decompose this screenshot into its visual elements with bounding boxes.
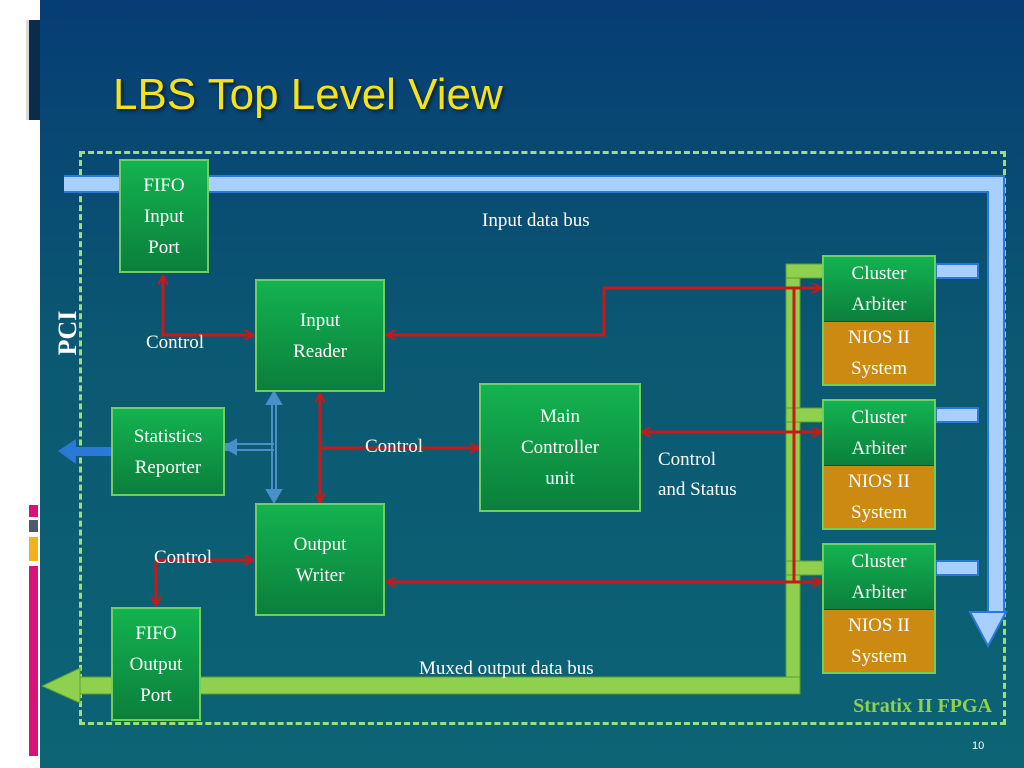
fifo-output-port-label: FIFO Output Port xyxy=(129,622,183,706)
cluster-1: Cluster Arbiter NIOS II System xyxy=(822,255,936,386)
nios-ii-system-label: NIOS II System xyxy=(848,471,910,523)
accent-bar-gray xyxy=(29,520,38,532)
main-controller-unit-label: Main Controller unit xyxy=(520,406,600,489)
accent-bar-magenta-1 xyxy=(29,505,38,517)
output-writer: Output Writer xyxy=(255,503,385,616)
output-writer-label: Output Writer xyxy=(293,533,347,586)
control-label-output: Control xyxy=(154,547,213,568)
fifo-input-port: FIFO Input Port xyxy=(119,159,209,273)
nios-ii-system: NIOS II System xyxy=(824,322,934,384)
nios-ii-system-label: NIOS II System xyxy=(848,615,910,667)
cluster-arbiter-label: Cluster Arbiter xyxy=(851,551,907,603)
accent-bar-dark xyxy=(29,20,40,120)
statistics-output-arrow xyxy=(58,439,112,464)
control-arrows xyxy=(156,277,820,604)
control-label-main: Control xyxy=(365,436,424,457)
cluster-arbiter-label: Cluster Arbiter xyxy=(851,407,907,459)
statistics-reporter: Statistics Reporter xyxy=(111,407,225,496)
cluster-arbiter: Cluster Arbiter xyxy=(824,401,934,466)
page-number: 10 xyxy=(972,740,985,752)
cluster-3: Cluster Arbiter NIOS II System xyxy=(822,543,936,674)
cluster-arbiter: Cluster Arbiter xyxy=(824,545,934,610)
input-bus-label: Input data bus xyxy=(482,210,590,231)
fpga-label: Stratix II FPGA xyxy=(853,695,992,717)
accent-bar-white-1 xyxy=(17,20,21,160)
nios-ii-system: NIOS II System xyxy=(824,610,934,672)
cluster-arbiter: Cluster Arbiter xyxy=(824,257,934,322)
fifo-output-port: FIFO Output Port xyxy=(111,607,201,721)
main-controller-unit: Main Controller unit xyxy=(479,383,641,512)
fifo-input-port-label: FIFO Input Port xyxy=(143,174,185,258)
cluster-2: Cluster Arbiter NIOS II System xyxy=(822,399,936,530)
accent-bar-magenta-2 xyxy=(29,566,38,756)
nios-ii-system: NIOS II System xyxy=(824,466,934,528)
statistics-reporter-label: Statistics Reporter xyxy=(133,425,203,478)
nios-ii-system-label: NIOS II System xyxy=(848,327,910,379)
pci-label: PCI xyxy=(53,310,82,356)
input-data-bus xyxy=(64,175,1008,649)
cluster-arbiter-label: Cluster Arbiter xyxy=(851,263,907,315)
control-label-input: Control xyxy=(146,332,205,353)
slide-title: LBS Top Level View xyxy=(113,70,503,119)
output-bus-label: Muxed output data bus xyxy=(419,658,594,679)
internal-data-link xyxy=(222,390,283,504)
accent-bar-yellow xyxy=(29,537,38,561)
input-reader: Input Reader xyxy=(255,279,385,392)
input-reader-label: Input Reader xyxy=(293,309,347,362)
control-status-label: Control and Status xyxy=(658,449,737,500)
